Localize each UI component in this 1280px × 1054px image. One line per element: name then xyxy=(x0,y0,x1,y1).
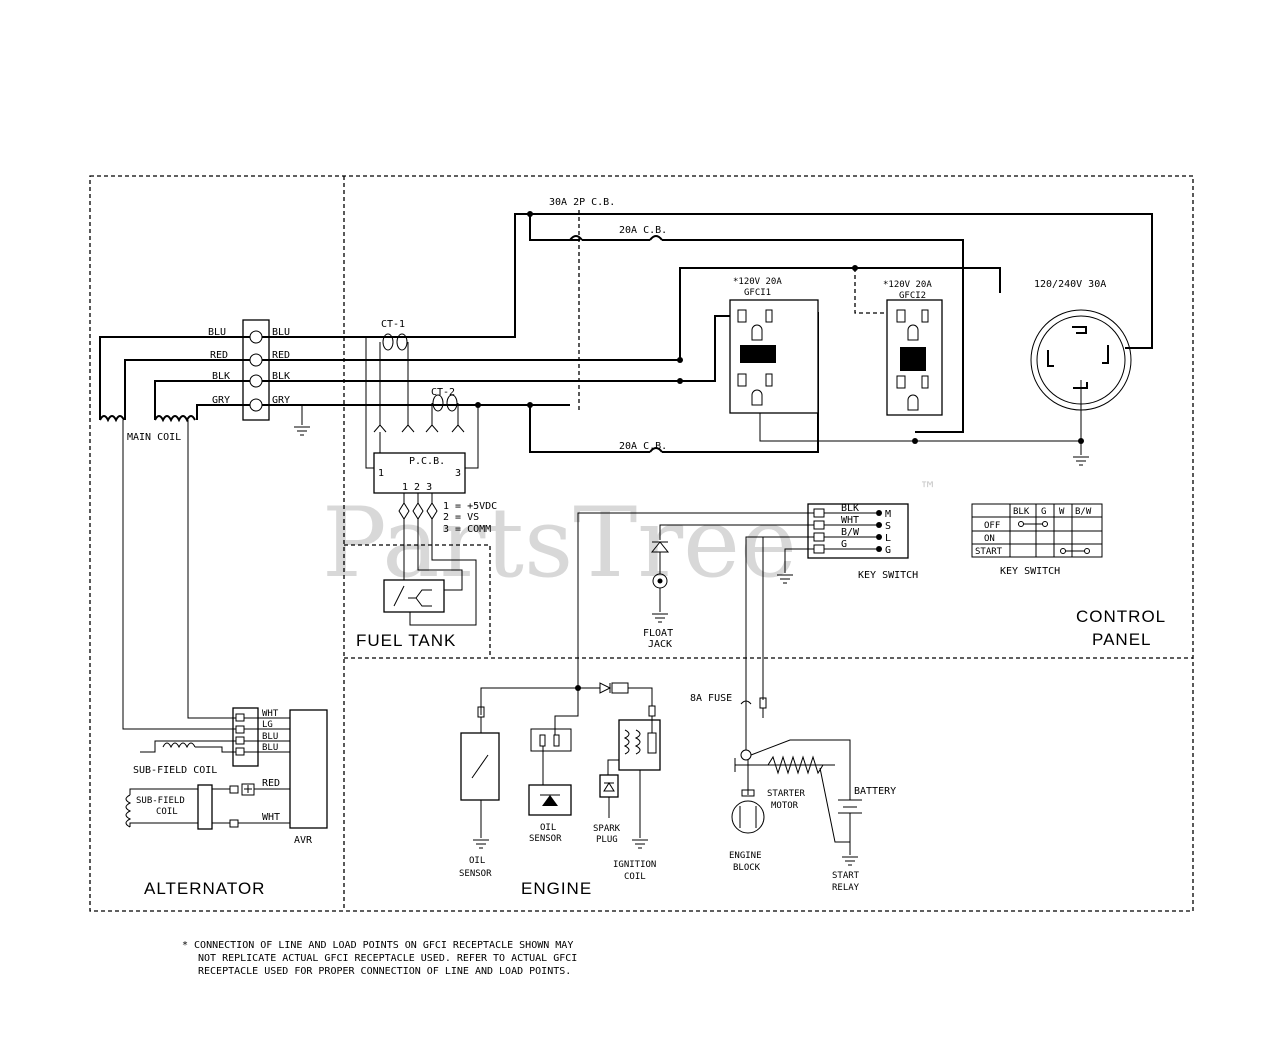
avr-module xyxy=(122,420,328,830)
oil-sensor-left-2: SENSOR xyxy=(459,869,492,879)
avr-term-wht: WHT xyxy=(262,709,279,719)
pcb-pin-left: 1 xyxy=(378,468,384,479)
start-relay-1: START xyxy=(832,871,860,881)
ks-term-s: S xyxy=(885,521,891,532)
ks-wire-g: G xyxy=(841,539,847,550)
ct1-label: CT-1 xyxy=(381,319,405,330)
float-jack-label-1: FLOAT xyxy=(643,628,673,639)
ignition-coil-1: IGNITION xyxy=(613,860,656,870)
avr-wht: WHT xyxy=(262,812,280,823)
section-control: CONTROL xyxy=(1076,607,1166,626)
gfci2-label: GFCI2 xyxy=(899,291,926,301)
starter-motor-1: STARTER xyxy=(767,789,806,799)
engine-block-1: ENGINE xyxy=(729,851,762,861)
kt-row-on: ON xyxy=(984,534,995,544)
fuel-sensor-wiring xyxy=(383,493,477,626)
kt-row-start: START xyxy=(975,547,1003,557)
twist-lock-label: 120/240V 30A xyxy=(1034,279,1106,290)
kt-row-off: OFF xyxy=(984,521,1000,531)
avr-term-blu1: BLU xyxy=(262,732,278,742)
engine-wiring xyxy=(460,537,862,866)
battery-label: BATTERY xyxy=(854,786,896,797)
kt-label: KEY SWITCH xyxy=(1000,566,1060,577)
spark-plug-1: SPARK xyxy=(593,824,621,834)
tb-right-blk: BLK xyxy=(272,371,290,382)
oil-sensor-left-1: OIL xyxy=(469,856,485,866)
pcb-legend-2: 2 = VS xyxy=(443,512,479,523)
start-relay-2: RELAY xyxy=(832,883,860,893)
pcb-pin-right: 3 xyxy=(455,468,461,479)
footnote-line-1: * CONNECTION OF LINE AND LOAD POINTS ON … xyxy=(182,940,573,951)
kt-head-blk: BLK xyxy=(1013,507,1030,517)
kt-head-bw: B/W xyxy=(1075,507,1092,517)
tb-left-red: RED xyxy=(210,350,228,361)
watermark-tm: ™ xyxy=(922,477,934,501)
ks-term-m: M xyxy=(885,509,891,520)
cb-upper-label: 20A C.B. xyxy=(619,225,667,236)
kt-head-w: W xyxy=(1059,507,1065,517)
oil-sensor-mid-2: SENSOR xyxy=(529,834,562,844)
gfci1-rating: *120V 20A xyxy=(733,277,782,287)
main-coil-label: MAIN COIL xyxy=(127,432,181,443)
float-jack xyxy=(650,541,670,623)
pcb-box xyxy=(373,452,466,494)
footnote-line-3: RECEPTACLE USED FOR PROPER CONNECTION OF… xyxy=(198,966,571,977)
tb-right-red: RED xyxy=(272,350,290,361)
tb-right-blu: BLU xyxy=(272,327,290,338)
key-switch-label: KEY SWITCH xyxy=(858,570,918,581)
ks-wire-wht: WHT xyxy=(841,515,859,526)
twist-lock-receptacle xyxy=(1030,309,1132,411)
pcb-pins-bottom: 1 2 3 xyxy=(402,482,432,493)
avr-term-lg: LG xyxy=(262,720,273,730)
sub-field-coil2-line2: COIL xyxy=(156,807,178,817)
section-alternator: ALTERNATOR xyxy=(144,879,265,898)
key-switch-table xyxy=(971,503,1103,558)
cb-main-label: 30A 2P C.B. xyxy=(549,197,615,208)
footnote-line-2: NOT REPLICATE ACTUAL GFCI RECEPTACLE USE… xyxy=(198,953,577,964)
ks-term-g: G xyxy=(885,545,891,556)
starter-motor-2: MOTOR xyxy=(771,801,799,811)
pcb-legend-3: 3 = COMM xyxy=(443,524,491,535)
ks-term-l: L xyxy=(885,533,891,544)
sub-field-coil-label: SUB-FIELD COIL xyxy=(133,765,217,776)
oil-sensor-mid-1: OIL xyxy=(540,823,556,833)
pcb-label: P.C.B. xyxy=(409,456,445,467)
key-switch xyxy=(577,503,909,750)
section-fuel-tank: FUEL TANK xyxy=(356,631,456,650)
gfci1-label: GFCI1 xyxy=(744,288,771,298)
current-transformers xyxy=(365,333,479,469)
gfci1-receptacle xyxy=(729,299,819,414)
ct2-label: CT-2 xyxy=(431,387,455,398)
tb-left-blk: BLK xyxy=(212,371,230,382)
spark-plug-2: PLUG xyxy=(596,835,618,845)
sub-field-coil2-line1: SUB-FIELD xyxy=(136,796,185,806)
float-jack-label-2: JACK xyxy=(648,639,672,650)
ks-wire-blk: BLK xyxy=(841,503,859,514)
ks-wire-bw: B/W xyxy=(841,527,860,538)
gfci2-receptacle xyxy=(886,299,943,416)
fuse-label: 8A FUSE xyxy=(690,693,732,704)
avr-red: RED xyxy=(262,778,280,789)
avr-label: AVR xyxy=(294,835,313,846)
tb-right-gry: GRY xyxy=(272,395,290,406)
section-panel: PANEL xyxy=(1092,630,1152,649)
pcb-legend-1: 1 = +5VDC xyxy=(443,501,497,512)
gfci2-rating: *120V 20A xyxy=(883,280,932,290)
cb-lower-label: 20A C.B. xyxy=(619,441,667,452)
tb-left-gry: GRY xyxy=(212,395,230,406)
avr-term-blu2: BLU xyxy=(262,743,278,753)
section-borders xyxy=(89,175,1194,912)
tb-left-blu: BLU xyxy=(208,327,226,338)
section-engine: ENGINE xyxy=(521,879,592,898)
kt-head-g: G xyxy=(1041,507,1046,517)
ignition-coil-2: COIL xyxy=(624,872,646,882)
engine-block-2: BLOCK xyxy=(733,863,761,873)
